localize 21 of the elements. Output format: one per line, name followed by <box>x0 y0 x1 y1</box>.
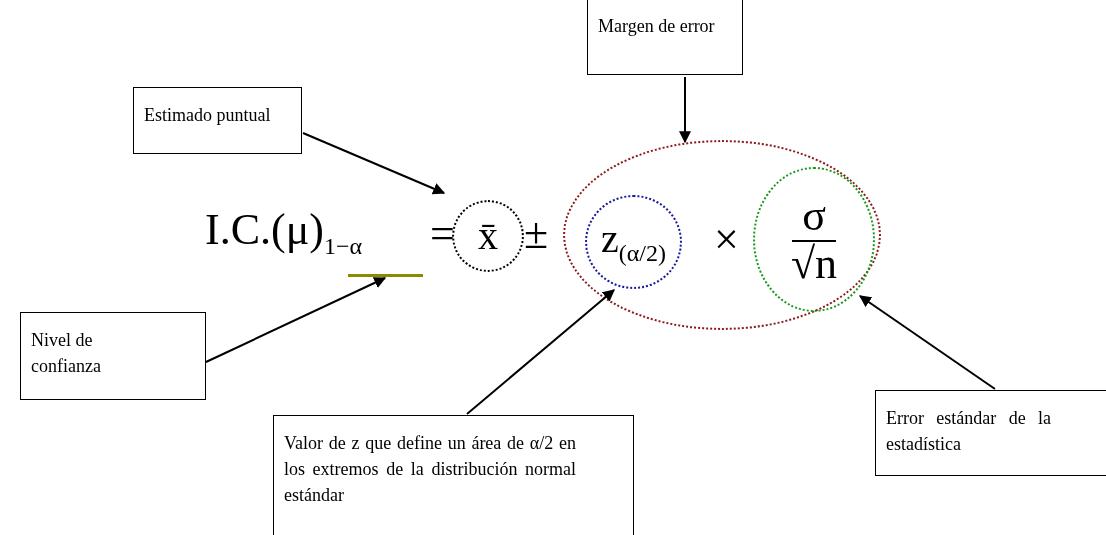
formula-text: ± <box>524 212 549 256</box>
dotted-ellipse <box>563 140 881 330</box>
callout-box: Margen de error <box>587 0 743 75</box>
callout-box: Valor de z que define un área de α/2 en los extremos de la distribución normal estándar <box>273 415 634 535</box>
arrow <box>859 295 996 390</box>
callout-box: Error estándar de la estadística <box>875 390 1106 476</box>
dotted-circle: z$_{(α/2)}$ <box>585 195 682 289</box>
formula-text: I.C.(μ)$_{1−α}$ <box>205 208 362 258</box>
formula-text: = <box>430 212 455 256</box>
underline <box>348 274 423 277</box>
arrow <box>302 132 446 195</box>
formula-text: × <box>714 218 739 262</box>
arrow <box>205 277 387 363</box>
formula-term: √n <box>790 241 838 286</box>
dotted-ellipse <box>753 167 875 312</box>
formula-term: σ <box>792 193 836 242</box>
callout-box: Nivel de confianza <box>20 312 206 400</box>
arrow <box>679 76 691 144</box>
arrow <box>466 289 615 415</box>
callout-box: Estimado puntual <box>133 87 302 154</box>
dotted-circle: x̄ <box>452 200 524 272</box>
